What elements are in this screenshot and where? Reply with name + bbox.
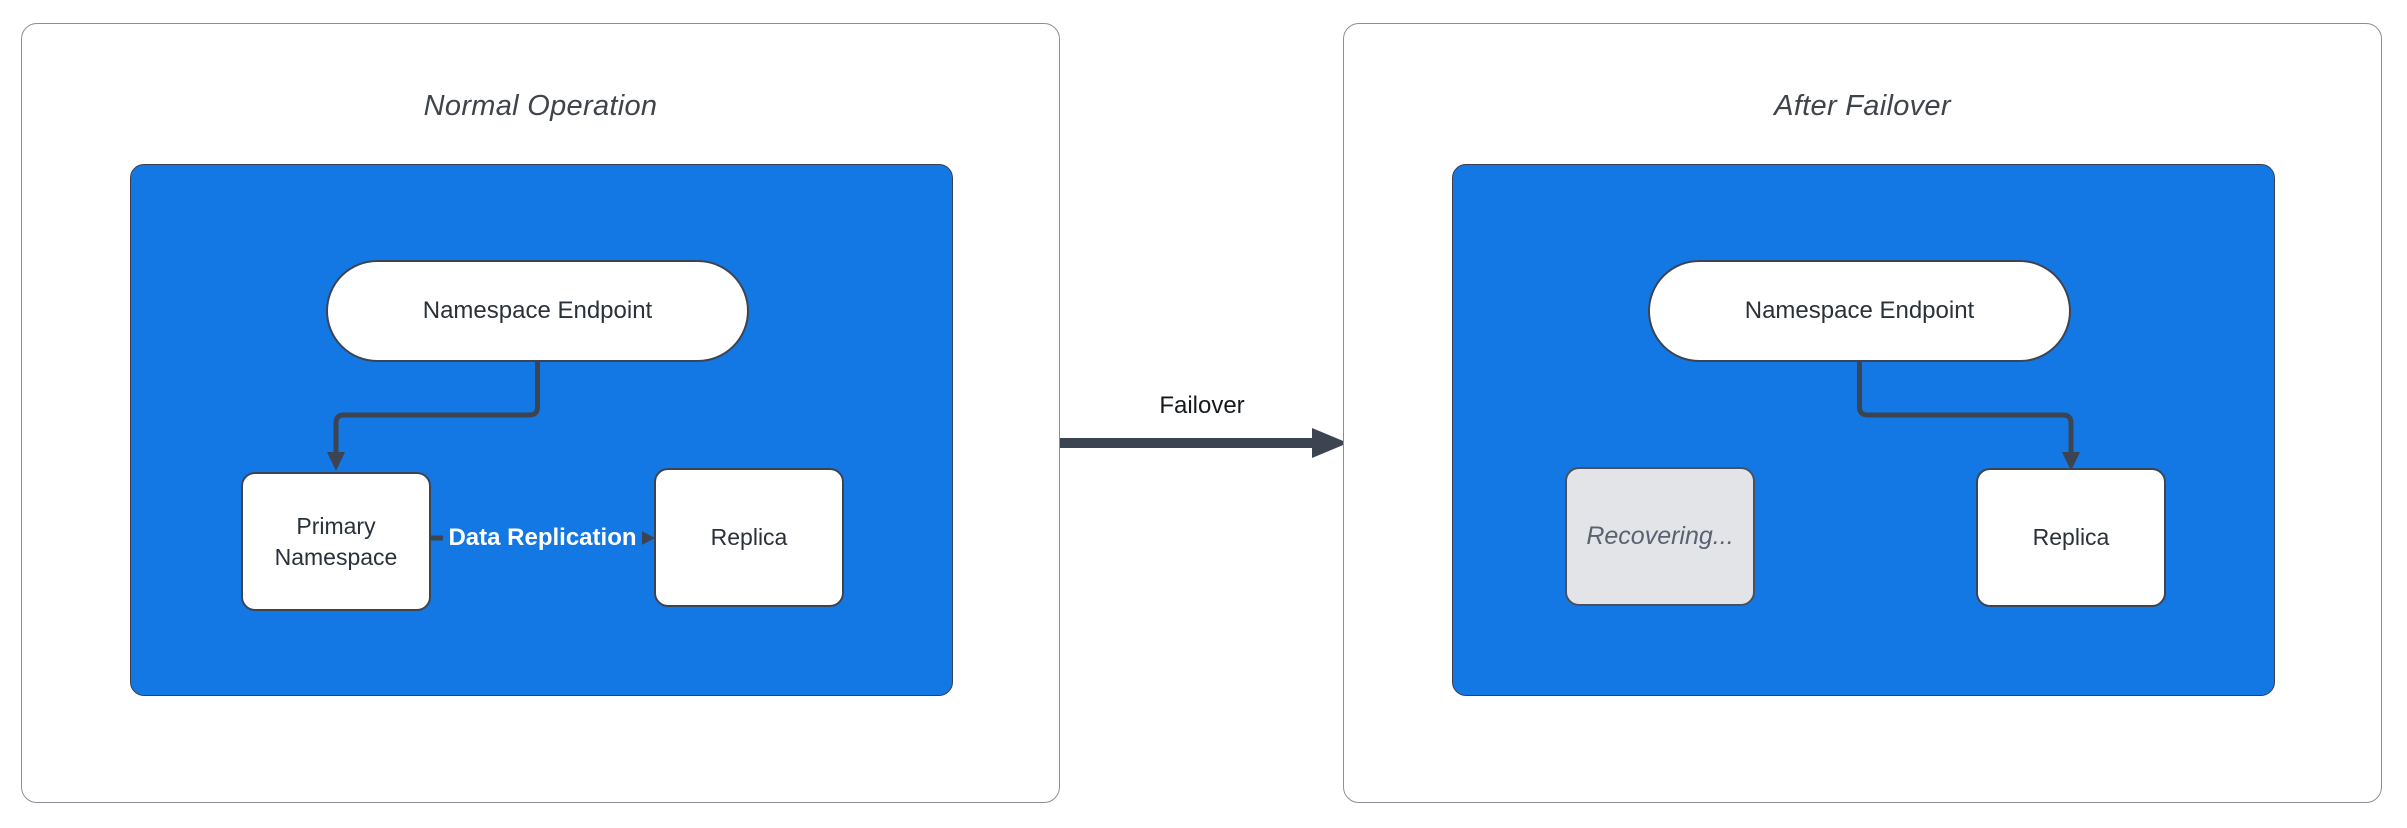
namespace-container: Namespace Endpoint Recovering... Replica [1452,164,2275,696]
arrowhead-down-icon [327,452,345,471]
namespace-endpoint-node: Namespace Endpoint [326,260,749,362]
namespace-endpoint-label: Namespace Endpoint [1744,297,1975,324]
replica-node: Replica [654,468,844,607]
namespace-endpoint-node: Namespace Endpoint [1648,260,2071,362]
primary-namespace-label: Primary Namespace [274,512,398,570]
panel-title: After Failover [1774,90,1951,122]
namespace-container: Namespace Endpoint Primary Namespace Rep… [130,164,953,696]
failover-label: Failover [1159,392,1245,419]
arrowhead-right-icon [1312,428,1348,458]
connector-lines [327,362,655,548]
endpoint-to-replica-connector [1857,362,2074,453]
namespace-endpoint-label: Namespace Endpoint [422,297,653,324]
replica-label: Replica [710,524,788,550]
panel-after-failover: After Failover Namespace Endpoint Recove… [1343,23,2382,803]
replica-node: Replica [1976,468,2166,607]
primary-namespace-node: Primary Namespace [241,472,431,611]
recovering-node: Recovering... [1565,467,1755,606]
arrowhead-down-icon [2062,452,2080,471]
panel-title: Normal Operation [423,90,658,122]
failover-arrow [1060,428,1348,458]
connector-lines [1857,362,2080,471]
panel-normal-operation: Normal Operation Namespace Endpoint Prim… [21,23,1060,803]
replica-label: Replica [2032,524,2110,550]
arrowhead-right-icon [636,528,655,548]
endpoint-to-primary-connector [333,362,540,453]
recovering-label: Recovering... [1586,522,1734,550]
